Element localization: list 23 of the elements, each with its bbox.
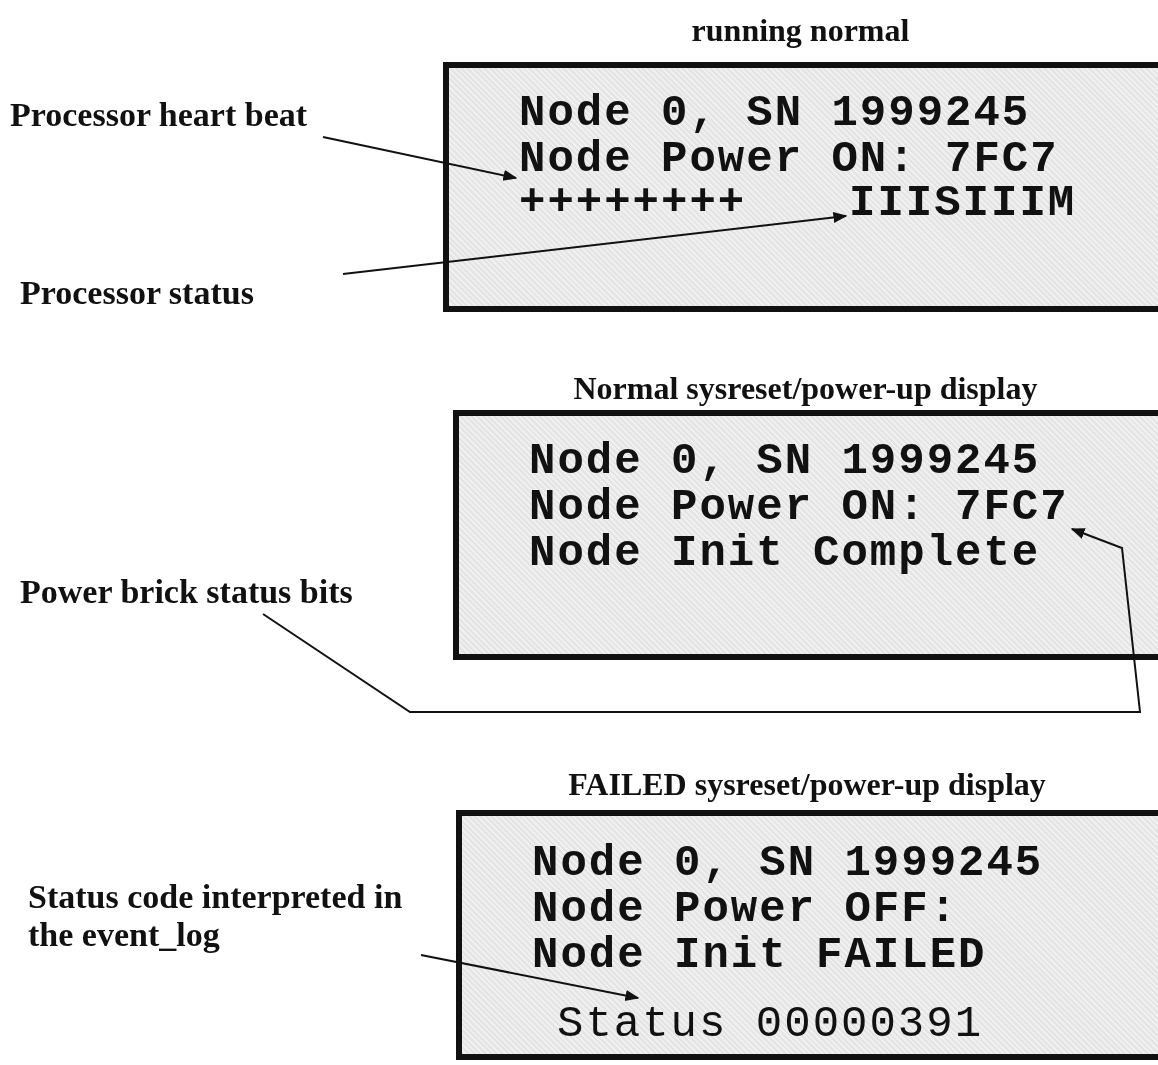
callout-label: Status code interpreted in the event_log bbox=[28, 878, 418, 954]
heartbeat-readout: ++++++++ bbox=[519, 180, 747, 226]
status-readout: IIISIIIM bbox=[849, 180, 1077, 226]
display-heading: running normal bbox=[690, 12, 911, 49]
status-code-readout: Status 00000391 bbox=[557, 1001, 984, 1047]
callout-label: Processor status bbox=[20, 274, 340, 312]
leader-line bbox=[420, 954, 640, 1002]
display-heading: FAILED sysreset/power-up display bbox=[567, 766, 1047, 803]
display-text-line: Node 0, SN 1999245 bbox=[532, 840, 1044, 886]
power-status-readout: 7FC7 bbox=[955, 484, 1069, 530]
display-text-line: Node Power OFF: bbox=[532, 886, 959, 932]
callout-label: Processor heart beat bbox=[10, 96, 430, 134]
display-text-line: Node Power ON: bbox=[529, 484, 927, 530]
display-text-line: Node Init Complete bbox=[529, 530, 1041, 576]
callout-label: Power brick status bits bbox=[20, 573, 440, 611]
leader-line bbox=[262, 528, 1142, 713]
display-text-line: Node Init FAILED bbox=[532, 932, 987, 978]
display-text-line: Node 0, SN 1999245 bbox=[529, 438, 1041, 484]
display-heading: Normal sysreset/power-up display bbox=[572, 370, 1039, 407]
display-text-line: Node Power ON: 7FC7 bbox=[519, 136, 1059, 182]
display-text-line: Node 0, SN 1999245 bbox=[519, 90, 1031, 136]
leader-line bbox=[342, 211, 848, 275]
leader-line bbox=[322, 136, 518, 181]
